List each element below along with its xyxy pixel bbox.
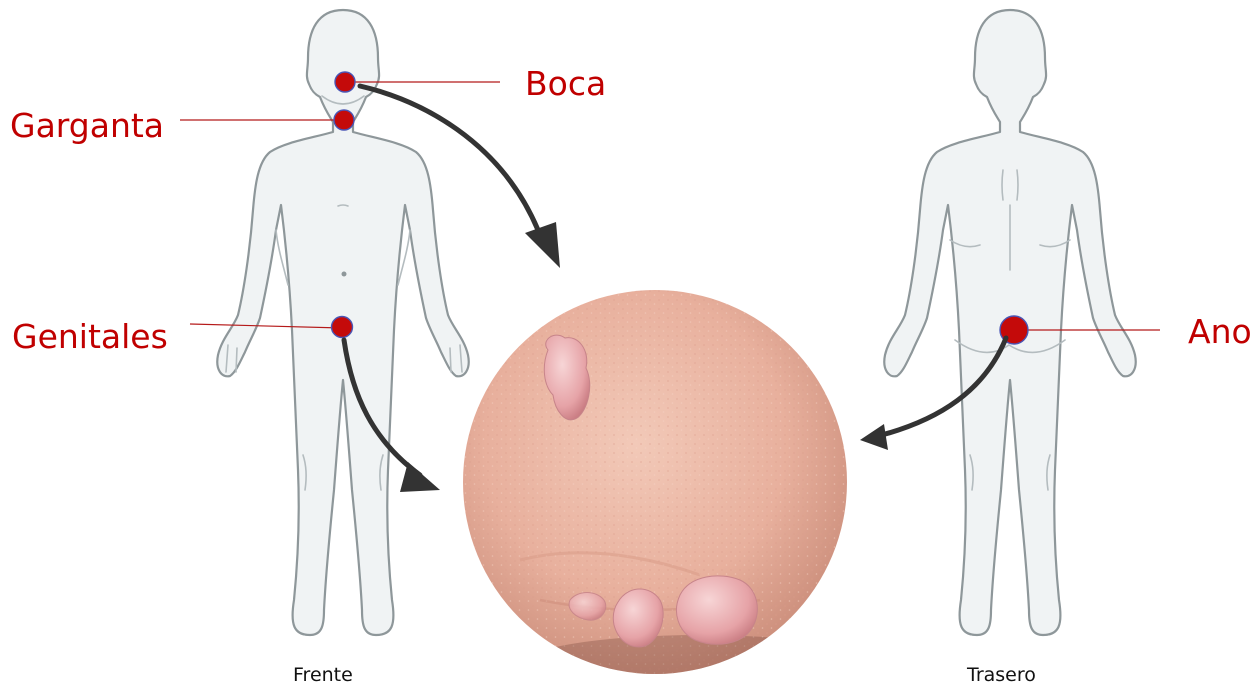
back-view-label: Trasero bbox=[966, 664, 1036, 683]
genitales-label: Genitales bbox=[12, 317, 168, 356]
wart-lesion-2 bbox=[613, 589, 663, 647]
ano-label: Ano bbox=[1188, 312, 1251, 351]
genitales-marker bbox=[332, 317, 353, 338]
skin-closeup-photo bbox=[460, 288, 880, 683]
front-view-label: Frente bbox=[293, 664, 353, 683]
boca-label: Boca bbox=[525, 64, 606, 103]
garganta-label: Garganta bbox=[10, 106, 164, 145]
garganta-marker bbox=[334, 110, 354, 130]
wart-lesion-3 bbox=[676, 576, 757, 644]
boca-marker bbox=[335, 72, 355, 92]
